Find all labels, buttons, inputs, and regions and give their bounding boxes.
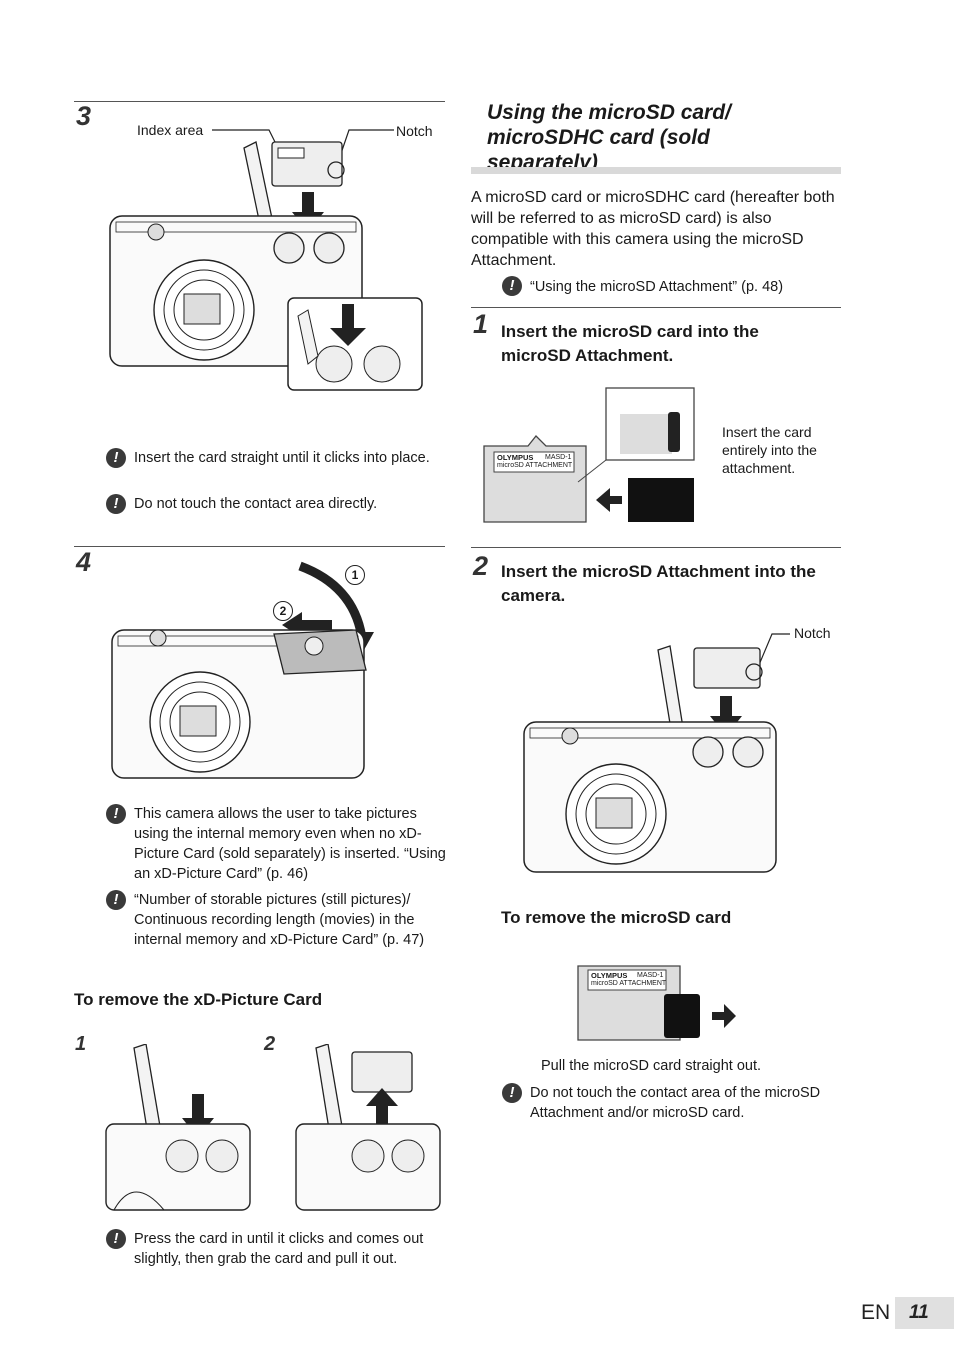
ref-note: “Using the microSD Attachment” (p. 48) [530, 279, 784, 295]
step-4-note-1: This camera allows the user to take pict… [134, 806, 446, 882]
right-step-1-title: Insert the microSD card into the microSD… [501, 322, 759, 365]
microsd-attachment-insert-illustration [483, 387, 695, 523]
step-4-note-2: “Number of storable pictures (still pict… [134, 892, 425, 948]
camera-insert-card-illustration [109, 129, 423, 391]
right-step-2-rule [471, 547, 841, 548]
attachment-brand: OLYMPUS [497, 453, 534, 462]
right-step-2-number: 2 [473, 551, 489, 581]
caution-icon: ! [106, 494, 126, 514]
page-language: EN [861, 1301, 891, 1324]
remove-microsd-note: Do not touch the contact area of the mic… [530, 1085, 821, 1121]
pull-attachment-label: microSD ATTACHMENT [591, 980, 667, 987]
right-step-2-title: Insert the microSD Attachment into the c… [501, 562, 816, 605]
attachment-model: MASD-1 [545, 454, 572, 461]
right-step-1-number: 1 [473, 309, 489, 339]
caution-icon: ! [106, 1229, 126, 1249]
caution-icon: ! [502, 276, 522, 296]
intro-paragraph: A microSD card or microSDHC card (hereaf… [471, 189, 835, 269]
step-3-note-2: Do not touch the contact area directly. [134, 496, 378, 512]
caution-icon: ! [106, 890, 126, 910]
notch-label: Notch [396, 123, 433, 139]
remove-xd-note: Press the card in until it clicks and co… [134, 1231, 424, 1267]
callout-2-badge: 2 [273, 601, 293, 621]
step-4-number: 4 [76, 547, 92, 577]
remove-xd-step-1: 1 [75, 1033, 87, 1055]
index-area-label: Index area [137, 122, 204, 138]
step-4-rule [74, 546, 445, 547]
remove-microsd-caption: Pull the microSD card straight out. [541, 1058, 762, 1074]
caution-icon: ! [106, 448, 126, 468]
pull-attachment-model: MASD-1 [637, 972, 664, 979]
remove-xd-step-2: 2 [264, 1033, 276, 1055]
remove-xd-push-illustration [105, 1044, 251, 1211]
right-step-1-rule [471, 307, 841, 308]
camera-insert-attachment-illustration [523, 633, 790, 873]
insert-card-callout: Insert the card entirely into the attach… [722, 424, 817, 476]
callout-1-badge: 1 [345, 565, 365, 585]
remove-microsd-heading: To remove the microSD card [501, 908, 732, 927]
remove-xd-pull-illustration [295, 1044, 441, 1211]
step-3-note-1: Insert the card straight until it clicks… [134, 450, 430, 466]
caution-icon: ! [106, 804, 126, 824]
microsd-pull-out-illustration [577, 965, 736, 1041]
step-3-rule [74, 101, 445, 102]
page-number: 11 [895, 1297, 954, 1329]
attachment-label: microSD ATTACHMENT [497, 462, 573, 469]
section-title-bar [471, 167, 841, 174]
camera-close-lid-illustration [111, 561, 374, 779]
caution-icon: ! [502, 1083, 522, 1103]
pull-attachment-brand: OLYMPUS [591, 971, 628, 980]
remove-xd-heading: To remove the xD-Picture Card [74, 990, 323, 1009]
section-title: Using the microSD card/ microSDHC card (… [487, 101, 731, 174]
step-3-number: 3 [76, 101, 92, 131]
right-notch-label: Notch [794, 625, 831, 641]
